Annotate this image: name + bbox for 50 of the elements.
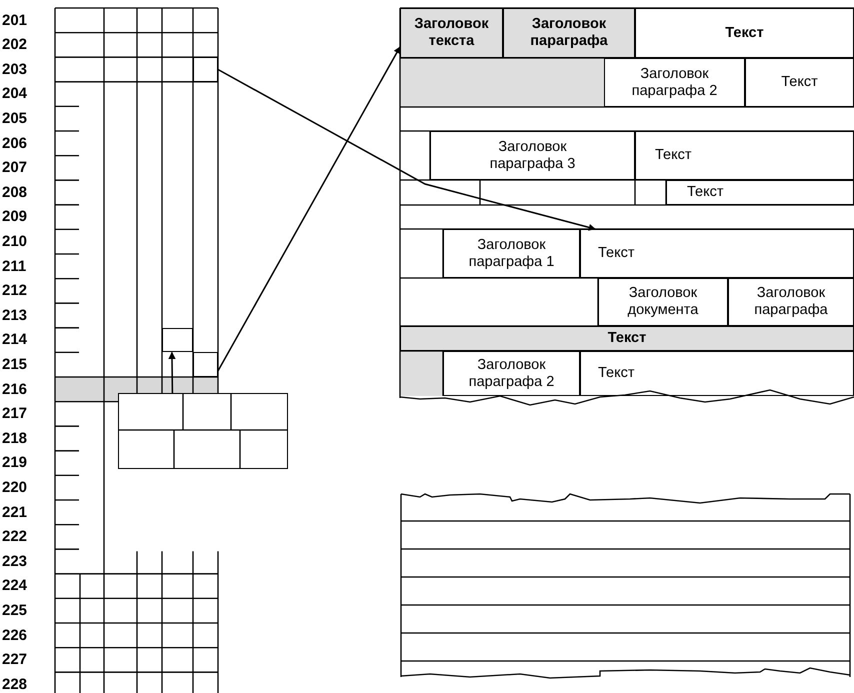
table-cell: Заголовок параграфа 3 (430, 131, 635, 180)
arrow (218, 68, 596, 231)
table-cell: Заголовок параграфа (728, 278, 854, 326)
row-number: 206 (2, 134, 28, 152)
row-number: 205 (2, 110, 28, 128)
row-number: 217 (2, 405, 28, 424)
table-cell: Заголовок параграфа 2 (604, 58, 745, 107)
row-number: 222 (2, 528, 28, 546)
row-number: 219 (2, 454, 28, 472)
table-cell: Заголовок текста (400, 8, 503, 58)
table-cell: Заголовок параграфа 2 (443, 351, 580, 396)
row-number: 207 (2, 159, 28, 178)
row-number: 215 (2, 356, 28, 374)
row-number: 208 (2, 184, 28, 202)
row-number: 203 (2, 60, 28, 79)
row-number: 213 (2, 306, 28, 325)
row-number: 223 (2, 552, 28, 571)
row-number: 214 (2, 331, 28, 350)
grid-cell (193, 57, 218, 82)
row-number: 224 (2, 577, 28, 596)
table-cell: Заголовок документа (598, 278, 728, 326)
arrow (168, 352, 176, 393)
row-number: 201 (2, 12, 28, 30)
row-number: 209 (2, 208, 28, 226)
row-number: 204 (2, 85, 28, 104)
table-cell: Текст (635, 131, 854, 180)
row-number: 211 (2, 258, 28, 276)
row-number: 216 (2, 380, 28, 398)
row-number: 202 (2, 36, 28, 54)
row-number: 226 (2, 626, 28, 644)
table-cell: Текст (666, 180, 854, 205)
grid-cell (193, 352, 218, 377)
row-number: 210 (2, 232, 28, 251)
table-cell: Текст (580, 351, 854, 396)
row-number: 227 (2, 651, 28, 670)
table-cell: Заголовок параграфа (503, 8, 635, 58)
row-number: 228 (2, 676, 28, 693)
table-cell: Текст (580, 229, 854, 278)
arrow (217, 46, 401, 372)
block-drawing (118, 393, 288, 469)
table-cell: Текст (745, 58, 854, 107)
row-number: 212 (2, 282, 28, 300)
row-number: 225 (2, 602, 28, 620)
table-cell: Текст (400, 326, 854, 351)
grid-cell (162, 328, 193, 352)
row-number: 220 (2, 478, 28, 497)
row-number: 218 (2, 430, 28, 448)
row-number: 221 (2, 504, 28, 522)
table-cell: Текст (635, 8, 854, 58)
table-cell: Заголовок параграфа 1 (443, 229, 580, 278)
